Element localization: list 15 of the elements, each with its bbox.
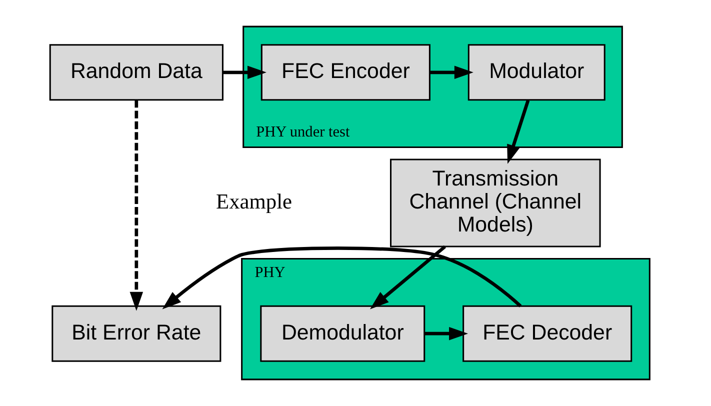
- arrow: [369, 245, 446, 310]
- node-box: FEC Encoder: [260, 44, 430, 101]
- arrow: [506, 100, 530, 164]
- node-box: Modulator: [467, 44, 605, 101]
- node-box: Random Data: [48, 44, 223, 101]
- node-box: Bit Error Rate: [51, 305, 221, 362]
- arrow: [129, 100, 143, 311]
- node-box: FEC Decoder: [462, 305, 632, 362]
- arrow: [162, 246, 522, 310]
- node-box: Demodulator: [260, 305, 425, 362]
- arrow: [424, 326, 468, 340]
- label: Example: [216, 190, 292, 214]
- arrow: [429, 66, 473, 80]
- node-box: Transmission Channel (Channel Models): [389, 158, 600, 248]
- arrow: [222, 66, 266, 80]
